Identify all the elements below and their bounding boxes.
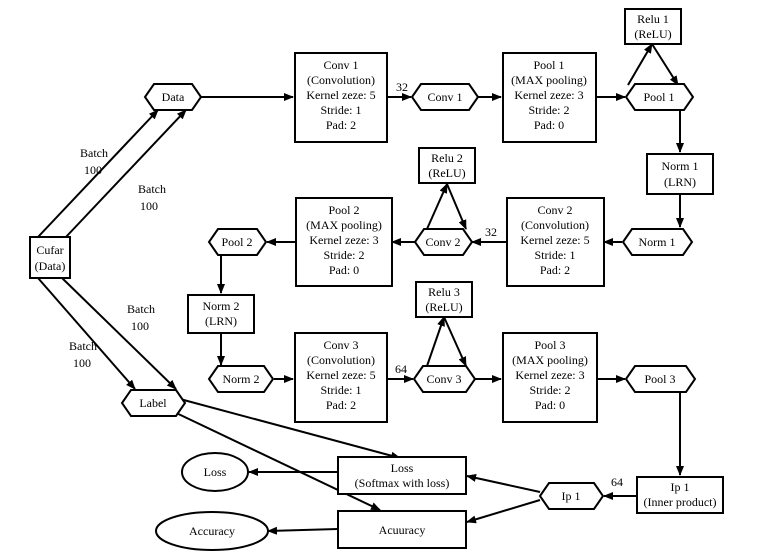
svg-text:Norm 1: Norm 1 — [639, 235, 676, 249]
svg-text:Conv 3: Conv 3 — [426, 372, 461, 386]
edge-accuracy-layer-accuracy — [267, 526, 339, 535]
edge-label-conv1-out: 32 — [396, 80, 408, 94]
layer-boxes: Cufar(Data) Conv 1(Convolution)Kernel ze… — [29, 8, 724, 549]
svg-text:Accuracy: Accuracy — [189, 524, 235, 538]
norm2-layer-box: Norm 2(LRN) — [187, 294, 255, 334]
svg-text:Pool 1: Pool 1 — [643, 90, 674, 104]
edge-ip1-accuracy-layer — [466, 499, 541, 524]
norm2-blob: Norm 2 — [207, 365, 275, 393]
edge-conv3-relu3-up — [426, 316, 445, 367]
edge-label-loss-layer — [179, 398, 401, 460]
cufar-box: Cufar(Data) — [29, 236, 71, 279]
edge-relu2-conv2-down — [446, 183, 467, 230]
svg-text:Conv 1: Conv 1 — [427, 90, 462, 104]
svg-text:Cufar(Data): Cufar(Data) — [35, 243, 66, 273]
edge-label-conv2-out: 32 — [485, 225, 497, 239]
edge-cufar-data-2 — [64, 109, 187, 239]
svg-text:Ip 1(Inner product): Ip 1(Inner product) — [644, 480, 717, 509]
output-ellipses: Loss Accuracy — [155, 452, 269, 551]
loss-layer-box: Loss(Softmax with loss) — [337, 456, 467, 495]
blob-hexagons: Data Conv 1 Pool 1 Norm 1 Conv 2 Pool 2 … — [120, 83, 697, 510]
svg-text:Conv 2(Convolution)Kernel zeze: Conv 2(Convolution)Kernel zeze: 5Stride:… — [520, 203, 589, 277]
edge-conv2-relu2-up — [426, 183, 448, 230]
svg-text:Norm 2(LRN): Norm 2(LRN) — [203, 299, 240, 328]
svg-text:Relu 2(ReLU): Relu 2(ReLU) — [428, 151, 465, 180]
edge-relu1-pool1-down — [651, 43, 679, 86]
conv3-blob: Conv 3 — [412, 365, 477, 393]
conv1-blob: Conv 1 — [410, 83, 480, 111]
edge-cufar-label-1 — [37, 277, 136, 390]
edge-ip1-loss-layer — [466, 474, 541, 493]
accuracy-output: Accuracy — [155, 511, 269, 551]
svg-text:Ip 1: Ip 1 — [562, 489, 581, 503]
edge-label-conv3-out: 64 — [395, 362, 407, 376]
edge-label-ip1-out: 64 — [611, 475, 623, 489]
data-blob: Data — [143, 83, 203, 111]
svg-text:Acuuracy: Acuuracy — [379, 523, 426, 537]
edges — [37, 43, 684, 535]
ip1-blob: Ip 1 — [538, 482, 605, 510]
svg-text:Pool 1(MAX pooling)Kernel zeze: Pool 1(MAX pooling)Kernel zeze: 3Stride:… — [511, 58, 587, 132]
svg-text:Relu 1(ReLU): Relu 1(ReLU) — [634, 12, 671, 41]
edge-relu3-conv3-down — [443, 316, 467, 367]
ip1-layer-box: Ip 1(Inner product) — [636, 476, 724, 514]
svg-text:Conv 3(Convolution)Kernel zeze: Conv 3(Convolution)Kernel zeze: 5Stride:… — [306, 338, 375, 412]
svg-text:Conv 1(Convolution)Kernel zeze: Conv 1(Convolution)Kernel zeze: 5Stride:… — [306, 58, 375, 132]
svg-text:Conv 2: Conv 2 — [425, 235, 460, 249]
svg-text:Pool 2: Pool 2 — [221, 235, 252, 249]
pool3-blob: Pool 3 — [624, 365, 697, 393]
accuracy-layer-box: Acuuracy — [337, 510, 467, 549]
edge-cufar-label-2 — [61, 277, 177, 390]
pool1-blob: Pool 1 — [624, 83, 695, 111]
svg-text:Pool 3(MAX pooling)Kernel zeze: Pool 3(MAX pooling)Kernel zeze: 3Stride:… — [512, 338, 588, 412]
svg-text:Data: Data — [162, 90, 185, 104]
svg-text:Norm 2: Norm 2 — [223, 372, 260, 386]
norm1-blob: Norm 1 — [621, 228, 694, 256]
edge-cufar-data-1 — [37, 109, 159, 238]
relu2-box: Relu 2(ReLU) — [418, 147, 476, 184]
svg-text:Loss: Loss — [204, 465, 227, 479]
loss-output: Loss — [181, 452, 249, 492]
label-blob: Label — [120, 389, 187, 417]
svg-text:Pool 2(MAX pooling)Kernel zeze: Pool 2(MAX pooling)Kernel zeze: 3Stride:… — [306, 203, 382, 277]
svg-text:Relu 3(ReLU): Relu 3(ReLU) — [425, 285, 462, 314]
svg-text:Norm 1(LRN): Norm 1(LRN) — [662, 159, 699, 189]
svg-text:Loss(Softmax with loss): Loss(Softmax with loss) — [355, 461, 450, 490]
svg-text:Label: Label — [139, 396, 167, 410]
svg-text:Pool 3: Pool 3 — [644, 372, 675, 386]
edge-pool1-relu1-up — [627, 43, 653, 86]
relu3-box: Relu 3(ReLU) — [415, 281, 473, 318]
relu1-box: Relu 1(ReLU) — [624, 8, 682, 45]
pool2-blob: Pool 2 — [207, 228, 268, 256]
norm1-layer-box: Norm 1(LRN) — [646, 153, 714, 195]
conv2-blob: Conv 2 — [413, 228, 474, 256]
